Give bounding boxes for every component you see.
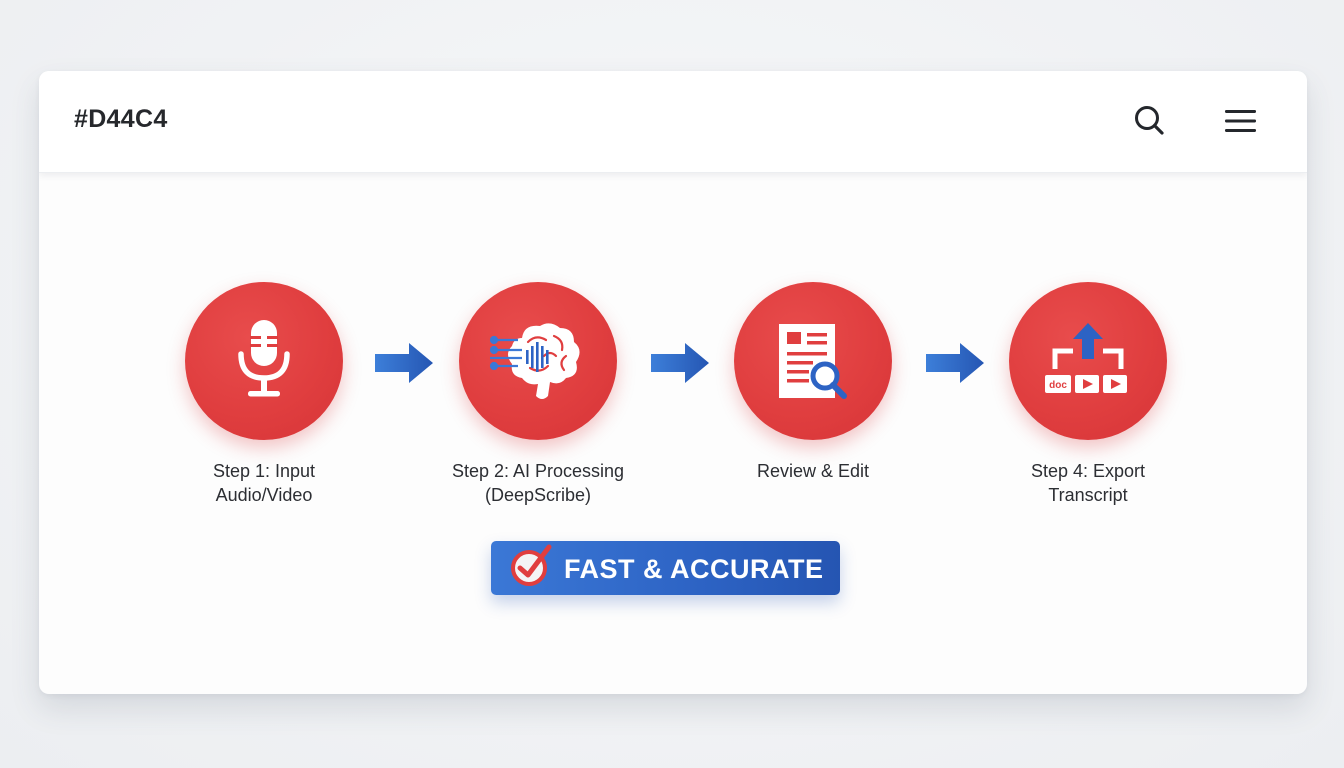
checkmark-circle-icon xyxy=(511,544,552,586)
step-1-label-line2: Audio/Video xyxy=(215,485,313,505)
step-1-label-line1: Step 1: Input xyxy=(212,461,316,481)
step-4-circle: doc xyxy=(1009,282,1167,440)
step-input: Step 1: Input Audio/Video xyxy=(154,282,374,507)
step-4-label-line1: Step 4: Export xyxy=(1030,461,1146,481)
step-3-label-line1: Review & Edit xyxy=(756,461,870,481)
arrow-right-icon xyxy=(926,343,984,383)
menu-button[interactable] xyxy=(1221,101,1261,141)
step-2-label: Step 2: AI Processing (DeepScribe) xyxy=(428,459,648,507)
search-icon xyxy=(1135,106,1164,135)
step-1-circle xyxy=(185,282,343,440)
badge-label: FAST & ACCURATE xyxy=(564,554,824,584)
step-review-edit: Review & Edit xyxy=(703,282,923,483)
step-4-label-line2: Transcript xyxy=(1048,485,1128,505)
step-2-label-line2: (DeepScribe) xyxy=(484,485,592,505)
step-2-circle xyxy=(459,282,617,440)
brain-waveform-icon xyxy=(489,323,580,399)
step-ai-processing: Step 2: AI Processing (DeepScribe) xyxy=(428,282,648,507)
step-2-label-line1: Step 2: AI Processing xyxy=(451,461,625,481)
arrow-right-icon xyxy=(651,343,709,383)
workflow-diagram: Step 1: Input Audio/Video xyxy=(39,173,1307,694)
step-3-label: Review & Edit xyxy=(703,459,923,483)
doc-tag: doc xyxy=(1049,380,1067,391)
hamburger-menu-icon xyxy=(1225,110,1256,132)
microphone-icon xyxy=(238,320,290,397)
workflow-card: #D44C4 xyxy=(39,71,1307,694)
step-1-label: Step 1: Input Audio/Video xyxy=(154,459,374,507)
step-3-circle xyxy=(734,282,892,440)
export-upload-icon: doc xyxy=(1045,323,1127,393)
fast-accurate-badge[interactable]: FAST & ACCURATE xyxy=(491,541,840,595)
header-bar: #D44C4 xyxy=(39,71,1307,173)
step-4-label: Step 4: Export Transcript xyxy=(978,459,1198,507)
step-export: doc Step 4: Export Transcript xyxy=(978,282,1198,507)
search-button[interactable] xyxy=(1130,101,1170,141)
arrow-right-icon xyxy=(375,343,433,383)
document-search-icon xyxy=(779,324,847,399)
page-title: #D44C4 xyxy=(74,105,168,133)
